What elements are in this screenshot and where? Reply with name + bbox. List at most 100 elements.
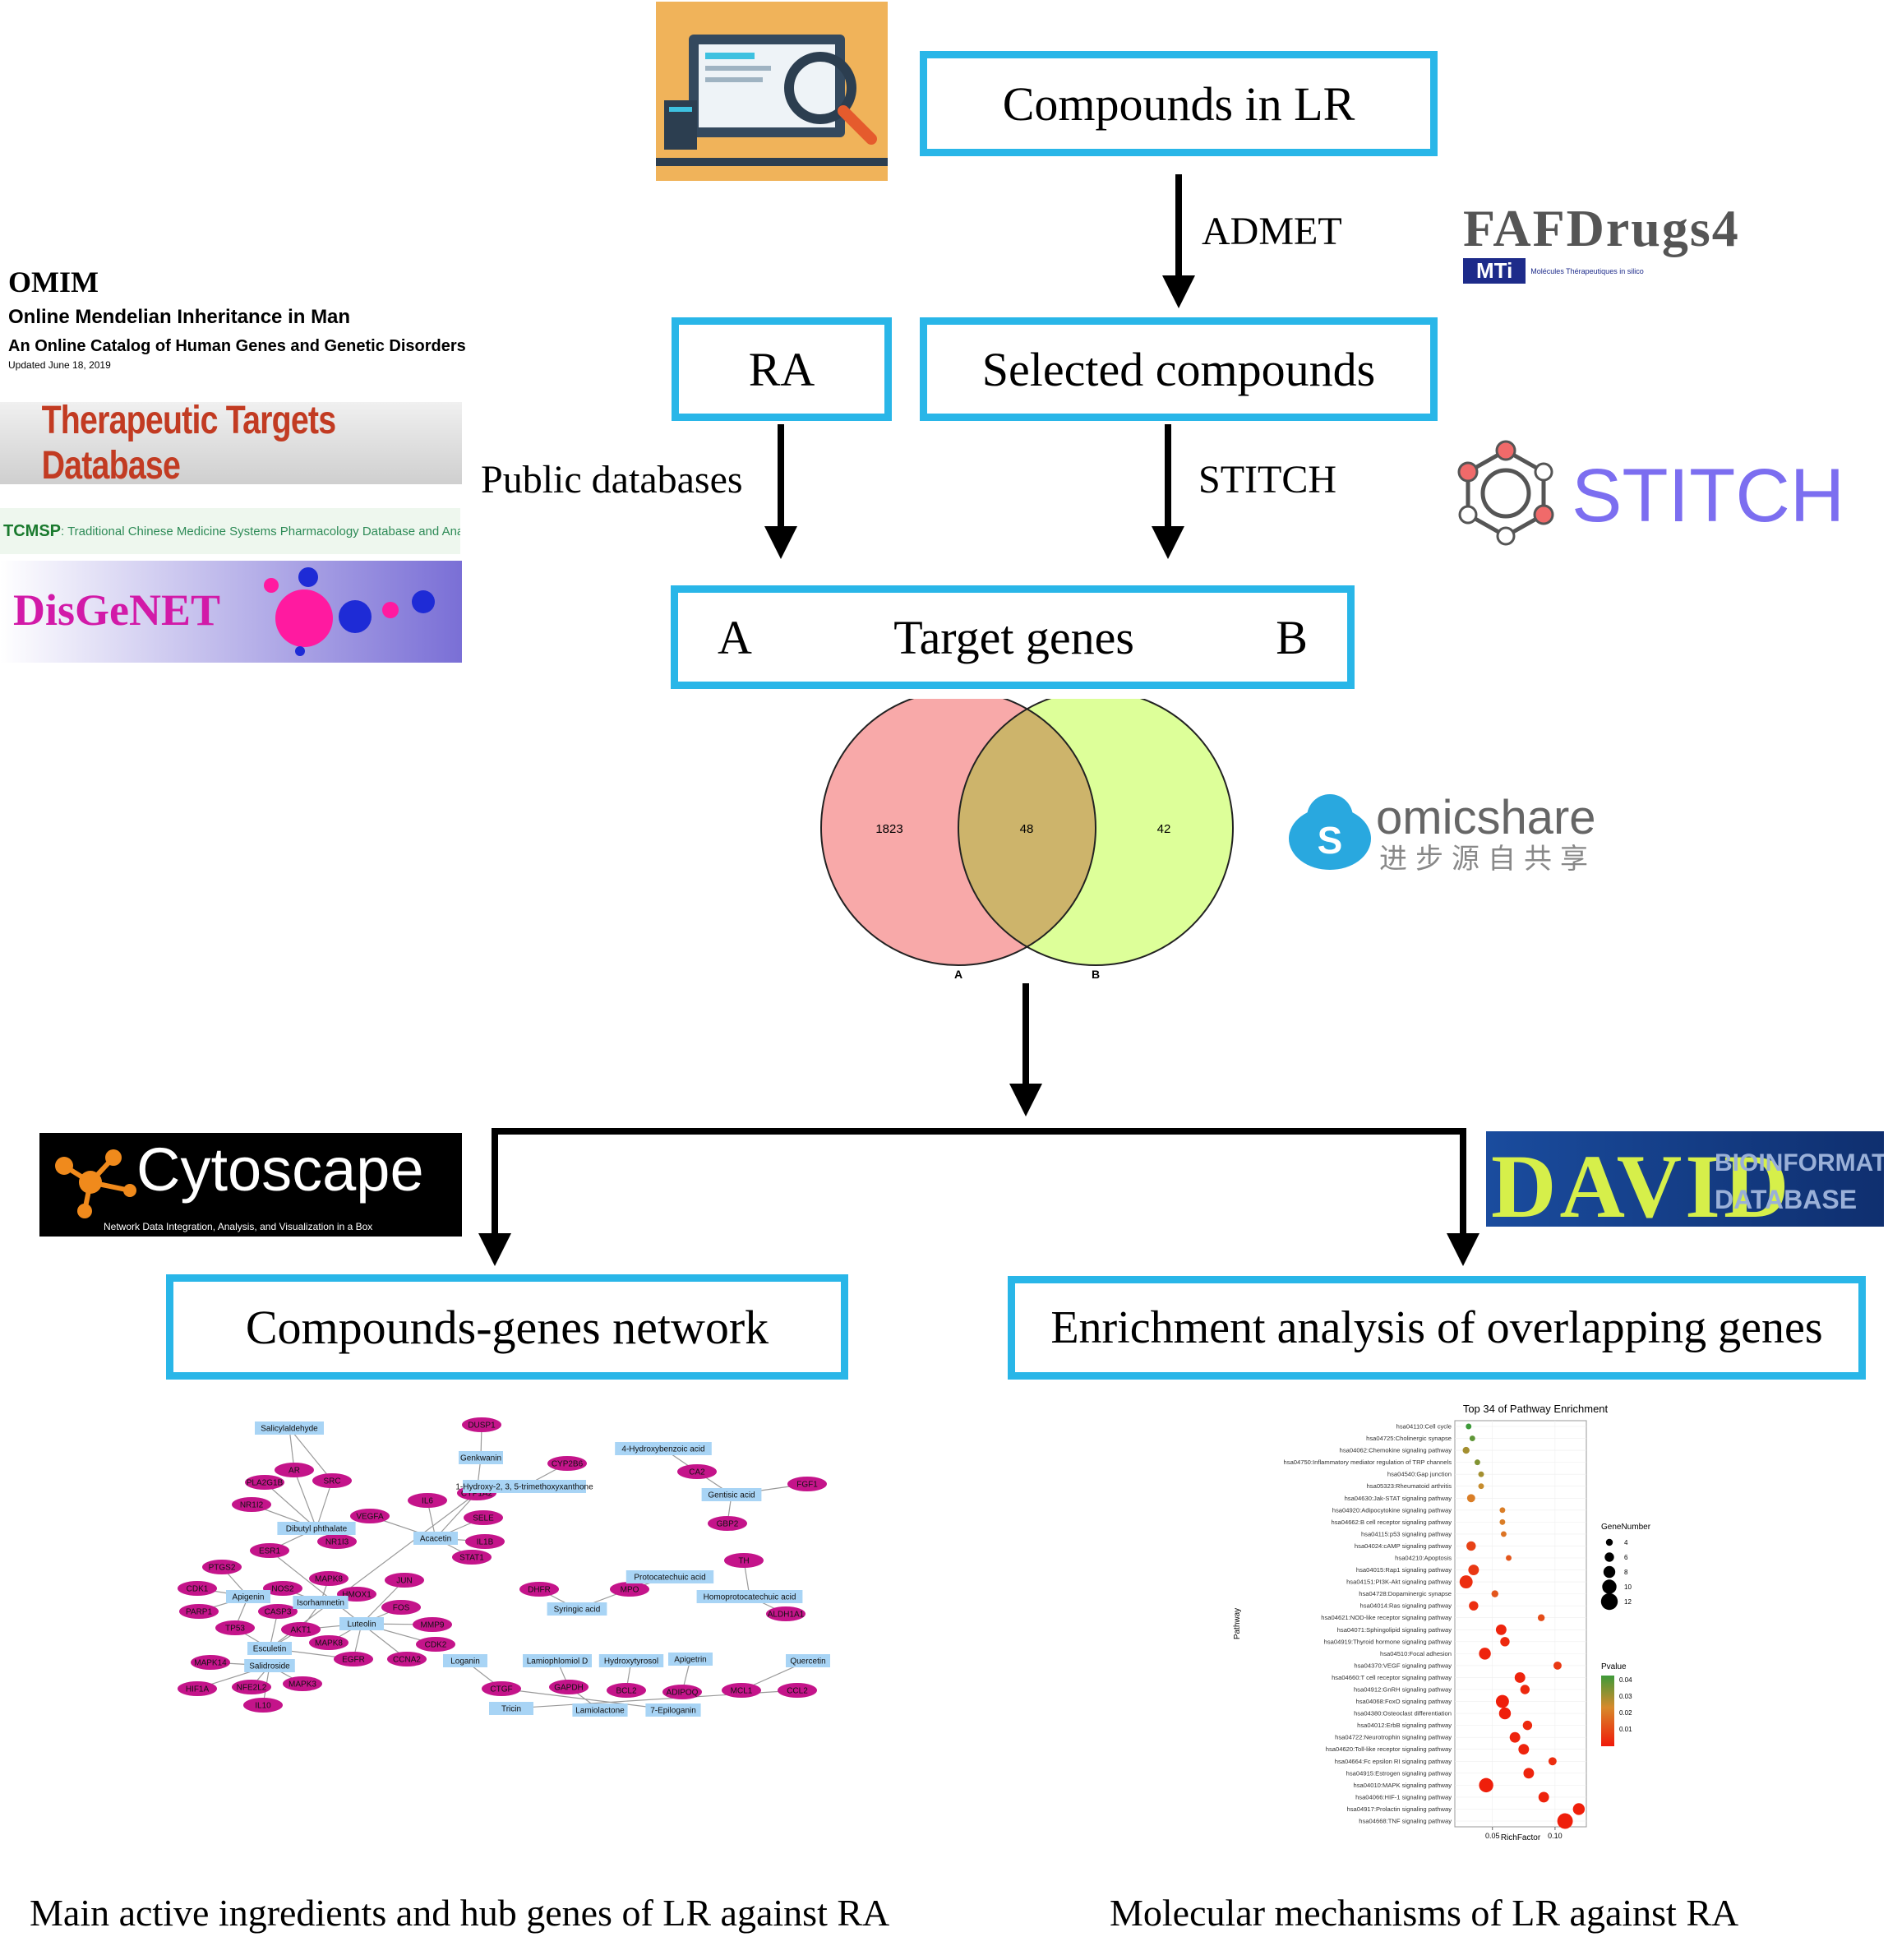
ttd-logo-text: Therapeutic Targets Database bbox=[41, 399, 337, 488]
gene-node-label: CCL2 bbox=[787, 1687, 808, 1696]
arrow-admet-head bbox=[1162, 275, 1195, 308]
chart-xlabel: RichFactor bbox=[1501, 1833, 1541, 1842]
gene-node bbox=[413, 1617, 452, 1632]
cytoscape-logo-text: Cytoscape bbox=[136, 1135, 424, 1204]
gene-node-label: STAT1 bbox=[459, 1554, 484, 1563]
pathway-label: hsa04668:TNF signaling pathway bbox=[1359, 1818, 1452, 1825]
omim-subtitle: Online Mendelian Inheritance in Man bbox=[8, 306, 351, 328]
mti-logo-text: MTi bbox=[1463, 258, 1526, 284]
gene-node-label: HIF1A bbox=[186, 1685, 210, 1694]
compound-node bbox=[339, 1617, 384, 1630]
gene-node bbox=[465, 1534, 505, 1549]
pathway-point bbox=[1522, 1720, 1533, 1731]
venn-a-count: 1823 bbox=[875, 822, 902, 836]
legend-color-label: 0.01 bbox=[1619, 1726, 1632, 1733]
pathway-point bbox=[1520, 1685, 1530, 1694]
gene-node-label: ADIPOQ bbox=[667, 1689, 699, 1698]
gene-node-label: CA2 bbox=[689, 1468, 705, 1477]
admet-label: ADMET bbox=[1202, 210, 1342, 253]
gene-node bbox=[662, 1685, 702, 1699]
gene-node bbox=[519, 1582, 559, 1597]
pathway-point bbox=[1491, 1590, 1498, 1597]
pathway-point bbox=[1474, 1459, 1480, 1466]
selected-compounds-box: Selected compounds bbox=[920, 317, 1438, 421]
compound-node bbox=[459, 1451, 503, 1464]
target-a-label: A bbox=[718, 610, 752, 664]
pathway-label: hsa04024:cAMP signaling pathway bbox=[1355, 1542, 1452, 1550]
disgenet-logo: DisGeNET bbox=[0, 561, 462, 663]
gene-node-label: GBP2 bbox=[717, 1520, 739, 1529]
pathway-point bbox=[1466, 1423, 1472, 1430]
pathway-enrichment-chart: Top 34 of Pathway Enrichment hsa04110:Ce… bbox=[1233, 1398, 1677, 1850]
pathway-label: hsa05323:Rheumatoid arthritis bbox=[1367, 1482, 1452, 1490]
gene-node-label: NR1I2 bbox=[240, 1501, 264, 1510]
pathway-point bbox=[1499, 1519, 1506, 1525]
compound-node-label: Esculetin bbox=[253, 1645, 287, 1654]
target-b-label: B bbox=[1276, 610, 1308, 664]
gene-node bbox=[202, 1560, 242, 1574]
gene-node bbox=[263, 1581, 302, 1596]
pathway-point bbox=[1518, 1744, 1530, 1755]
compound-node-label: Salicylaldehyde bbox=[261, 1425, 318, 1434]
chart-ylabel: Pathway bbox=[1233, 1608, 1242, 1639]
gene-node bbox=[787, 1477, 827, 1491]
gene-node-label: MPO bbox=[621, 1586, 639, 1595]
fafdrugs-logo-text: FAFDrugs4 bbox=[1463, 199, 1740, 257]
compounds-in-lr-box: Compounds in LR bbox=[920, 51, 1438, 156]
network-edge bbox=[361, 1579, 405, 1625]
pathway-point bbox=[1506, 1555, 1512, 1561]
gene-node-label: MCL1 bbox=[731, 1687, 753, 1696]
compound-node-label: Tricin bbox=[501, 1705, 521, 1714]
compound-node bbox=[244, 1659, 295, 1672]
compound-node-label: Lamiolactone bbox=[575, 1707, 625, 1716]
legend-size-label: 12 bbox=[1624, 1598, 1632, 1606]
pathway-point bbox=[1469, 1435, 1475, 1441]
compound-node-label: Syringic acid bbox=[554, 1606, 601, 1615]
omim-description: An Online Catalog of Human Genes and Gen… bbox=[8, 337, 466, 355]
pathway-label: hsa04750:Inflammatory mediator regulatio… bbox=[1284, 1458, 1452, 1466]
gene-node bbox=[281, 1622, 321, 1637]
compounds-in-lr-label: Compounds in LR bbox=[1002, 76, 1355, 131]
network-edge bbox=[316, 1480, 333, 1529]
arrow-stitch-head bbox=[1152, 526, 1184, 559]
gene-node-label: CASP3 bbox=[265, 1608, 292, 1617]
network-edge bbox=[435, 1492, 478, 1539]
legend-color-label: 0.03 bbox=[1619, 1693, 1632, 1700]
omicshare-logo: S omicshare 进步源自共享 bbox=[1287, 789, 1616, 880]
pathway-point bbox=[1553, 1661, 1562, 1670]
venn-label-b: B bbox=[1092, 968, 1100, 981]
gene-node bbox=[245, 1475, 284, 1490]
compound-node-label: Protocatechuic acid bbox=[634, 1574, 705, 1583]
compound-node-label: Homoprotocatechuic acid bbox=[704, 1593, 796, 1602]
gene-node bbox=[677, 1464, 717, 1479]
gene-node-label: CYP2B6 bbox=[552, 1460, 584, 1469]
chart-title: Top 34 of Pathway Enrichment bbox=[1463, 1403, 1609, 1415]
compound-node-label: 4-Hydroxybenzoic acid bbox=[621, 1445, 704, 1454]
pathway-label: hsa04912:GnRH signaling pathway bbox=[1354, 1686, 1452, 1694]
pathway-label: hsa04664:Fc epsilon RI signaling pathway bbox=[1335, 1758, 1452, 1765]
gene-node bbox=[607, 1683, 646, 1698]
gene-node-label: EGFR bbox=[342, 1656, 365, 1665]
gene-node-label: FGF1 bbox=[796, 1481, 818, 1490]
gene-node-label: PARP1 bbox=[186, 1608, 212, 1617]
compound-node-label: 7-Epiloganin bbox=[650, 1707, 696, 1716]
gene-node-label: DUSP1 bbox=[468, 1421, 496, 1431]
compound-node bbox=[255, 1421, 324, 1435]
gene-node bbox=[215, 1620, 255, 1635]
omim-logo: OMIM Online Mendelian Inheritance in Man… bbox=[8, 265, 469, 388]
gene-node-label: CTGF bbox=[490, 1685, 512, 1694]
compound-node bbox=[277, 1522, 356, 1535]
ttd-logo: Therapeutic Targets Database bbox=[0, 399, 462, 488]
pathway-point bbox=[1499, 1507, 1506, 1514]
pathway-label: hsa04662:B cell receptor signaling pathw… bbox=[1332, 1519, 1452, 1526]
network-edge bbox=[293, 1469, 317, 1529]
cytoscape-logo: Cytoscape Network Data Integration, Anal… bbox=[39, 1133, 462, 1237]
gene-node bbox=[766, 1606, 806, 1621]
pathway-point bbox=[1495, 1694, 1509, 1708]
omicshare-logo-text: omicshare bbox=[1376, 791, 1596, 844]
compound-node bbox=[696, 1590, 803, 1603]
pathway-label: hsa04510:Focal adhesion bbox=[1380, 1650, 1452, 1657]
gene-node bbox=[232, 1497, 271, 1512]
compound-node bbox=[615, 1442, 712, 1455]
